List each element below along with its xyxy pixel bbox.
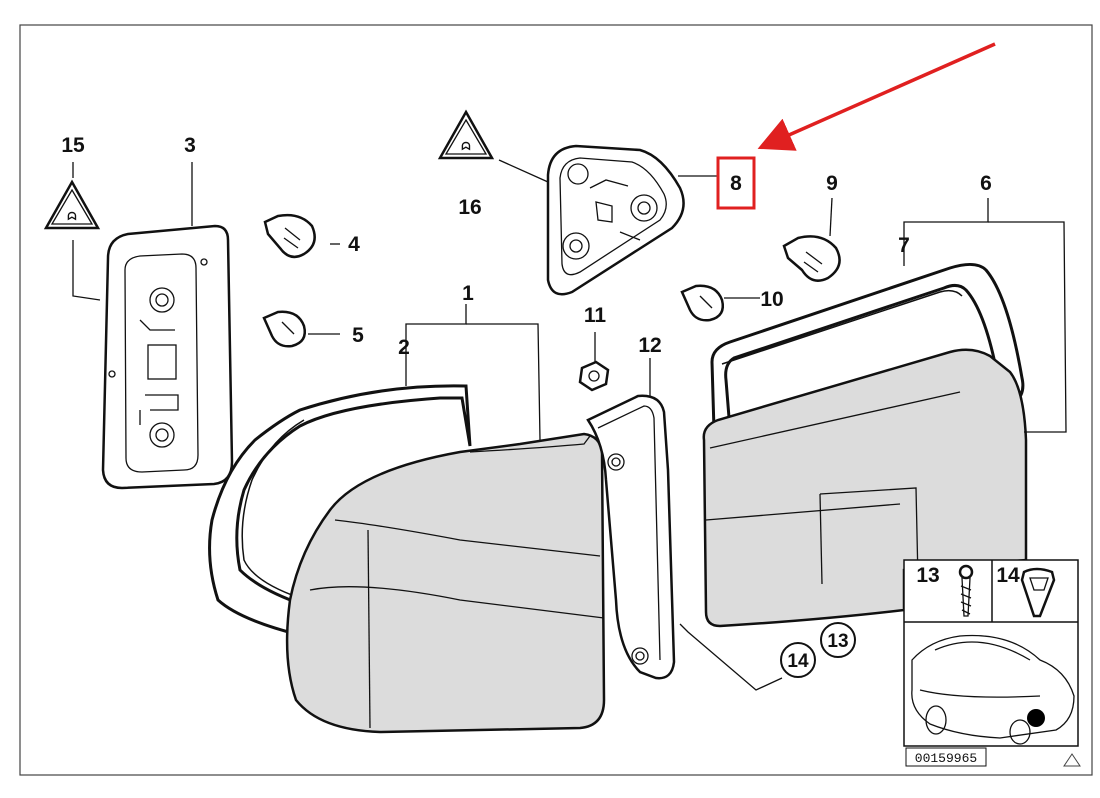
inset-label-14: 14 [996,564,1020,587]
bulb-4[interactable] [263,213,316,259]
location-marker [1027,709,1045,727]
bulb-5[interactable] [262,310,306,348]
svg-text:ᗣ: ᗣ [67,211,76,223]
drawing-code: 00159965 [915,751,977,766]
inset-label-13: 13 [916,564,939,587]
callout-1: 1 [462,282,474,305]
callout-9: 9 [826,172,838,195]
gasket-left[interactable] [208,384,472,637]
inset-panel [903,559,1079,747]
callout-2: 2 [398,336,410,359]
warning-triangle-top: ᗣ [437,109,495,160]
triangle-marker-icon [1063,753,1081,767]
circled-13-label: 13 [827,631,848,652]
warning-triangle-left: ᗣ [43,179,101,230]
screw-icon [958,564,974,617]
tail-light-left[interactable] [285,432,606,734]
callout-11: 11 [584,304,607,327]
callout-16: 16 [458,196,481,219]
callout-8: 8 [730,172,742,195]
nut-11[interactable] [578,360,610,392]
bulb-holder-left[interactable] [101,224,234,490]
highlight-box [716,156,756,210]
circled-callout-14 [780,642,816,678]
bulb-holder-top[interactable] [546,144,685,296]
callout-5: 5 [352,324,364,347]
callout-15: 15 [61,134,85,157]
bulb-10[interactable] [680,284,724,322]
svg-text:ᗣ: ᗣ [461,141,470,153]
callout-3: 3 [184,134,196,157]
circled-callout-13 [820,622,856,658]
callout-10: 10 [760,288,783,311]
diagram-frame [19,24,1093,776]
clip-icon [1020,567,1056,618]
highlight-annotation [716,42,996,210]
drawing-code-box: 00159965 [905,747,987,767]
tail-light-right[interactable] [702,348,1028,628]
callout-7: 7 [898,234,910,257]
callout-12: 12 [638,334,661,357]
circled-14-label: 14 [787,651,809,672]
car-location-illustration [911,634,1075,745]
bracket-12[interactable] [586,394,676,680]
leader-lines [72,159,1067,691]
highlight-arrow [757,42,996,151]
callout-6: 6 [980,172,992,195]
callout-4: 4 [348,233,360,256]
bulb-9[interactable] [782,235,841,282]
